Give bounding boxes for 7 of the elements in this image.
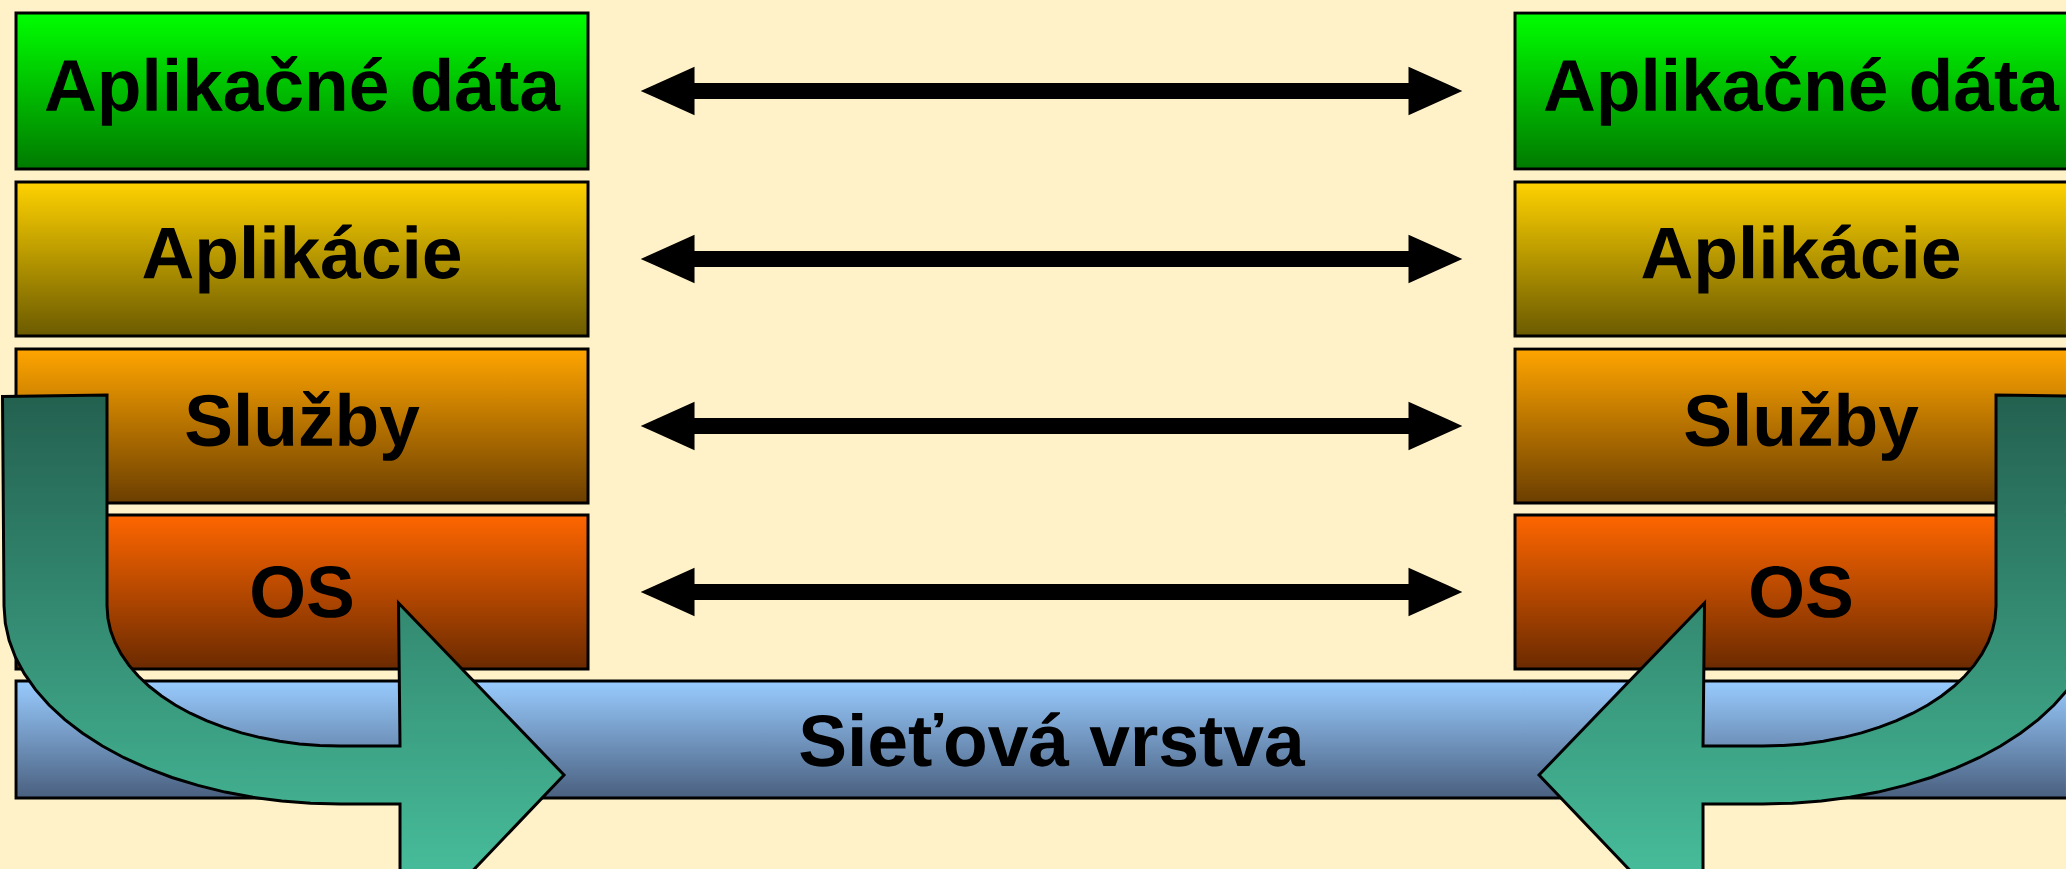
layer-box: Služby <box>1513 347 2066 505</box>
layer-box: Aplikácie <box>14 180 590 338</box>
layer-box: Aplikácie <box>1513 180 2066 338</box>
layer-box: Aplikačné dáta <box>14 11 590 171</box>
curved-arrow <box>1536 393 2066 869</box>
layer-box: Aplikačné dáta <box>1513 11 2066 171</box>
curved-arrow <box>1 393 567 869</box>
